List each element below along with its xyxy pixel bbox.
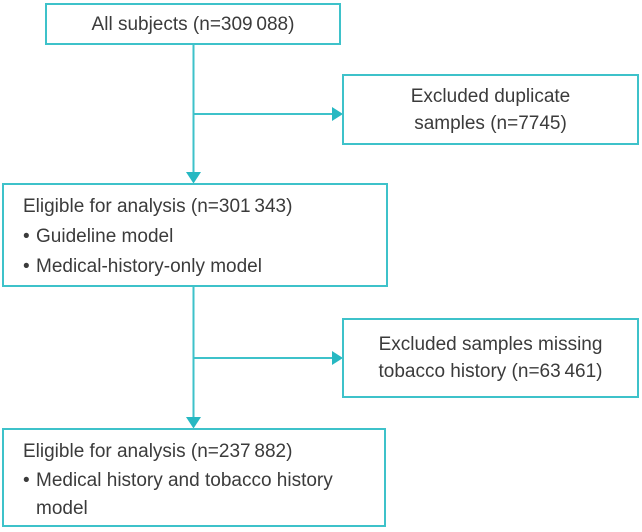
bullet-marker: • [23, 470, 30, 491]
node-eligible-analysis-2: Eligible for analysis (n=237 882) • Medi… [2, 428, 386, 527]
node-eligible-analysis-1-title: Eligible for analysis (n=301 343) [23, 196, 293, 217]
arrow-all-to-eligible1 [186, 45, 201, 184]
node-excluded-duplicates: Excluded duplicate samples (n=7745) [342, 74, 639, 145]
node-excluded-duplicates-line2: samples (n=7745) [414, 112, 567, 134]
node-eligible-analysis-1: Eligible for analysis (n=301 343) • Guid… [2, 183, 388, 287]
bullet-text-guideline-model: Guideline model [36, 226, 174, 247]
arrow-eligible1-to-eligible2 [186, 287, 201, 429]
node-excluded-tobacco: Excluded samples missing tobacco history… [342, 318, 639, 398]
bullet-marker: • [23, 256, 30, 277]
arrow-branch-to-tobacco [192, 351, 343, 365]
node-excluded-tobacco-line1: Excluded samples missing [378, 334, 603, 355]
node-excluded-duplicates-line1: Excluded duplicate [410, 85, 571, 107]
bullet-item: • Guideline model [23, 222, 376, 252]
node-all-subjects: All subjects (n=309 088) [45, 3, 341, 45]
node-excluded-tobacco-line2: tobacco history (n=63 461) [378, 361, 603, 382]
bullet-marker: • [23, 226, 30, 247]
arrow-branch-to-duplicates [192, 107, 343, 121]
bullet-text-medical-and-tobacco-history-model: Medical history and tobacco history mode… [36, 470, 333, 519]
bullet-item: • Medical history and tobacco history mo… [23, 467, 374, 523]
bullet-text-medical-history-only-model: Medical-history-only model [36, 256, 262, 277]
node-all-subjects-title: All subjects (n=309 088) [91, 13, 295, 35]
node-eligible-analysis-2-title: Eligible for analysis (n=237 882) [23, 441, 293, 462]
bullet-item: • Medical-history-only model [23, 252, 376, 282]
